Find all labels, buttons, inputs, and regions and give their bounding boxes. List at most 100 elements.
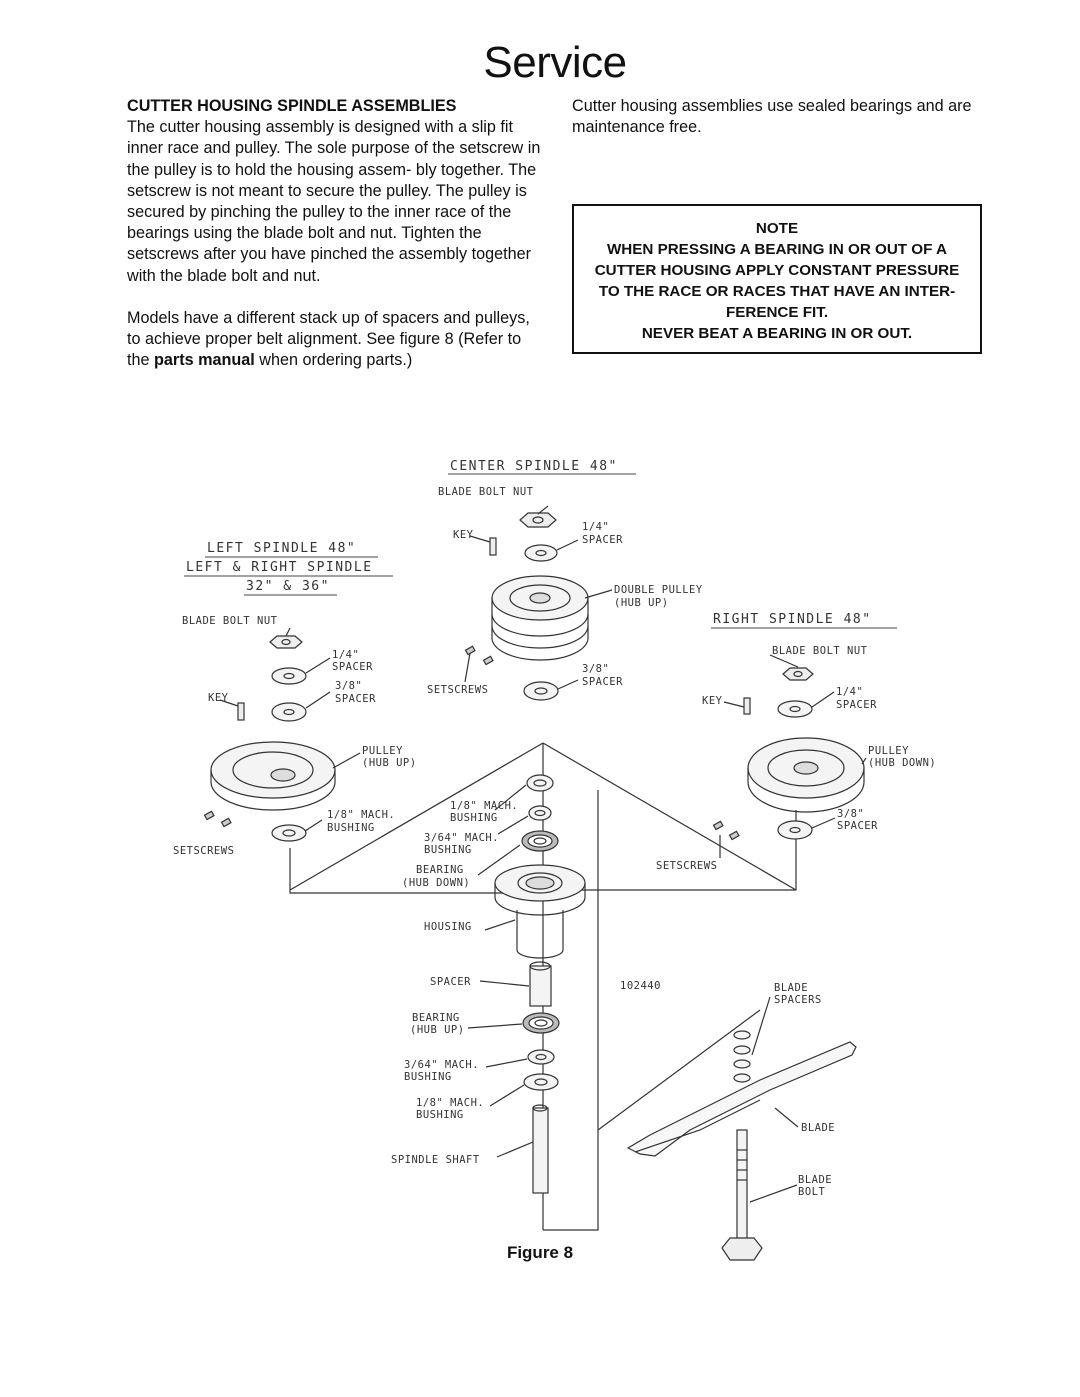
label-right-spacer38-b: SPACER — [837, 820, 878, 832]
stack-bushing-18 — [526, 774, 554, 792]
right-key — [743, 697, 751, 715]
label-blade-spacers-a: BLADE — [774, 982, 808, 994]
label-center-setscrews: SETSCREWS — [427, 684, 488, 696]
vertical-guide-line — [543, 790, 599, 1231]
label-stack-bushing364-a: 3/64" MACH. — [424, 832, 499, 844]
label-stack-housing: HOUSING — [424, 921, 472, 933]
label-stack-bearing-b: (HUB DOWN) — [402, 877, 470, 889]
label-right-pulley-a: PULLEY — [868, 745, 909, 757]
label-stack-bearing-a: BEARING — [416, 864, 464, 876]
right-column-text: Cutter housing assemblies use sealed bea… — [572, 97, 972, 137]
label-stack-bushing18-a: 1/8" MACH. — [450, 800, 518, 812]
label-left-spacer38-b: SPACER — [335, 693, 376, 705]
label-center-blade-bolt-nut: BLADE BOLT NUT — [438, 486, 534, 498]
page-title: Service — [483, 38, 627, 87]
label-stack-bushing364-b: BUSHING — [424, 844, 472, 856]
note-line-5: NEVER BEAT A BEARING IN OR OUT. — [641, 325, 913, 342]
label-left-bushing-b: BUSHING — [327, 822, 375, 834]
left-bushing — [271, 824, 307, 842]
bracket-diag-right — [542, 742, 797, 891]
label-left-pulley-a: PULLEY — [362, 745, 403, 757]
label-left-spacer14-a: 1/4" — [332, 649, 359, 661]
blade-bolt-shank — [736, 1129, 748, 1241]
left-spacer-38 — [271, 702, 307, 722]
section-heading: CUTTER HOUSING SPINDLE ASSEMBLIES — [127, 97, 457, 115]
right-nut — [782, 667, 814, 681]
right-spacer-38 — [777, 820, 813, 840]
right-spacer-14 — [777, 700, 813, 718]
label-blade-bolt-b: BOLT — [798, 1186, 825, 1198]
blade-guide-line — [597, 1009, 761, 1131]
stack-spacer-tube — [529, 965, 552, 1007]
center-double-pulley-body — [491, 598, 589, 661]
note-line-4: FERENCE FIT. — [725, 304, 829, 321]
left-column: CUTTER HOUSING SPINDLE ASSEMBLIES The cu… — [127, 96, 547, 371]
bracket-diag-left — [289, 742, 544, 891]
label-right-blade-bolt-nut: BLADE BOLT NUT — [772, 645, 868, 657]
label-part-number: 102440 — [620, 980, 661, 992]
stack-bushing-364 — [528, 805, 552, 821]
spindle-exploded-diagram: CENTER SPINDLE 48" LEFT SPINDLE 48" LEFT… — [0, 430, 1080, 1290]
label-center-double-pulley-b: (HUB UP) — [614, 597, 669, 609]
label-right-setscrews: SETSCREWS — [656, 860, 717, 872]
paragraph-housing-assembly: The cutter housing assembly is designed … — [127, 118, 541, 285]
blade-spacer-1 — [733, 1030, 751, 1040]
center-spacer-38 — [523, 681, 559, 701]
label-center-spacer38-a: 3/8" — [582, 663, 609, 675]
label-stack-bushing364b-a: 3/64" MACH. — [404, 1059, 479, 1071]
blade — [626, 1041, 857, 1157]
label-center-double-pulley-a: DOUBLE PULLEY — [614, 584, 703, 596]
housing-body — [516, 910, 564, 959]
note-box: NOTE WHEN PRESSING A BEARING IN OR OUT O… — [572, 204, 982, 354]
blade-spacer-2 — [733, 1045, 751, 1055]
label-stack-bearing2-b: (HUB UP) — [410, 1024, 465, 1036]
paragraph-models: Models have a different stack up of spac… — [127, 308, 547, 372]
label-center-key: KEY — [453, 529, 474, 541]
label-stack-spacer: SPACER — [430, 976, 471, 988]
label-center-spacer14-a: 1/4" — [582, 521, 609, 533]
left-nut — [269, 635, 303, 649]
parts-manual-emphasis: parts manual — [154, 351, 255, 370]
left-bracket-line — [289, 870, 548, 894]
spindle-shaft — [532, 1107, 549, 1194]
label-stack-bushing18-b: BUSHING — [450, 812, 498, 824]
blade-spacer-3 — [733, 1059, 751, 1069]
label-stack-bearing2-a: BEARING — [412, 1012, 460, 1024]
left-pulley-top — [210, 741, 336, 799]
left-key — [237, 702, 245, 721]
label-left-setscrews: SETSCREWS — [173, 845, 234, 857]
paragraph-models-end: when ordering parts.) — [254, 351, 413, 370]
left-spindle-title-3: 32" & 36" — [246, 579, 330, 594]
blade-bolt-head — [721, 1237, 763, 1261]
label-left-bushing-a: 1/8" MACH. — [327, 809, 395, 821]
label-left-spacer14-b: SPACER — [332, 661, 373, 673]
note-line-3: TO THE RACE OR RACES THAT HAVE AN INTER- — [598, 283, 956, 300]
label-right-spacer38-a: 3/8" — [837, 808, 864, 820]
label-left-blade-bolt-nut: BLADE BOLT NUT — [182, 615, 278, 627]
left-spindle-title-2: LEFT & RIGHT SPINDLE — [186, 560, 373, 575]
center-spindle-title: CENTER SPINDLE 48" — [450, 459, 618, 474]
label-center-spacer14-b: SPACER — [582, 534, 623, 546]
center-spacer-14 — [524, 544, 558, 562]
label-right-spacer14-a: 1/4" — [836, 686, 863, 698]
label-center-spacer38-b: SPACER — [582, 676, 623, 688]
note-line-2: CUTTER HOUSING APPLY CONSTANT PRESSURE — [594, 262, 960, 279]
label-left-spacer38-a: 3/8" — [335, 680, 362, 692]
label-stack-bushing18b-a: 1/8" MACH. — [416, 1097, 484, 1109]
label-stack-bushing18b-b: BUSHING — [416, 1109, 464, 1121]
label-stack-bushing364b-b: BUSHING — [404, 1071, 452, 1083]
right-spindle-title: RIGHT SPINDLE 48" — [713, 612, 872, 627]
label-left-key: KEY — [208, 692, 229, 704]
paragraph-models-start: Models have a different stack up of spac… — [127, 308, 530, 370]
note-heading: NOTE — [755, 220, 799, 237]
note-line-1: WHEN PRESSING A BEARING IN OR OUT OF A — [606, 241, 948, 258]
stack-bushing-18-lower — [523, 1073, 559, 1091]
label-right-spacer14-b: SPACER — [836, 699, 877, 711]
label-blade-spacers-b: SPACERS — [774, 994, 822, 1006]
left-spindle-title-1: LEFT SPINDLE 48" — [207, 541, 356, 556]
diagram-svg: CENTER SPINDLE 48" LEFT SPINDLE 48" LEFT… — [173, 459, 936, 1261]
label-right-key: KEY — [702, 695, 723, 707]
blade-spacer-4 — [733, 1073, 751, 1083]
figure-caption: Figure 8 — [506, 1243, 574, 1262]
label-spindle-shaft: SPINDLE SHAFT — [391, 1154, 480, 1166]
